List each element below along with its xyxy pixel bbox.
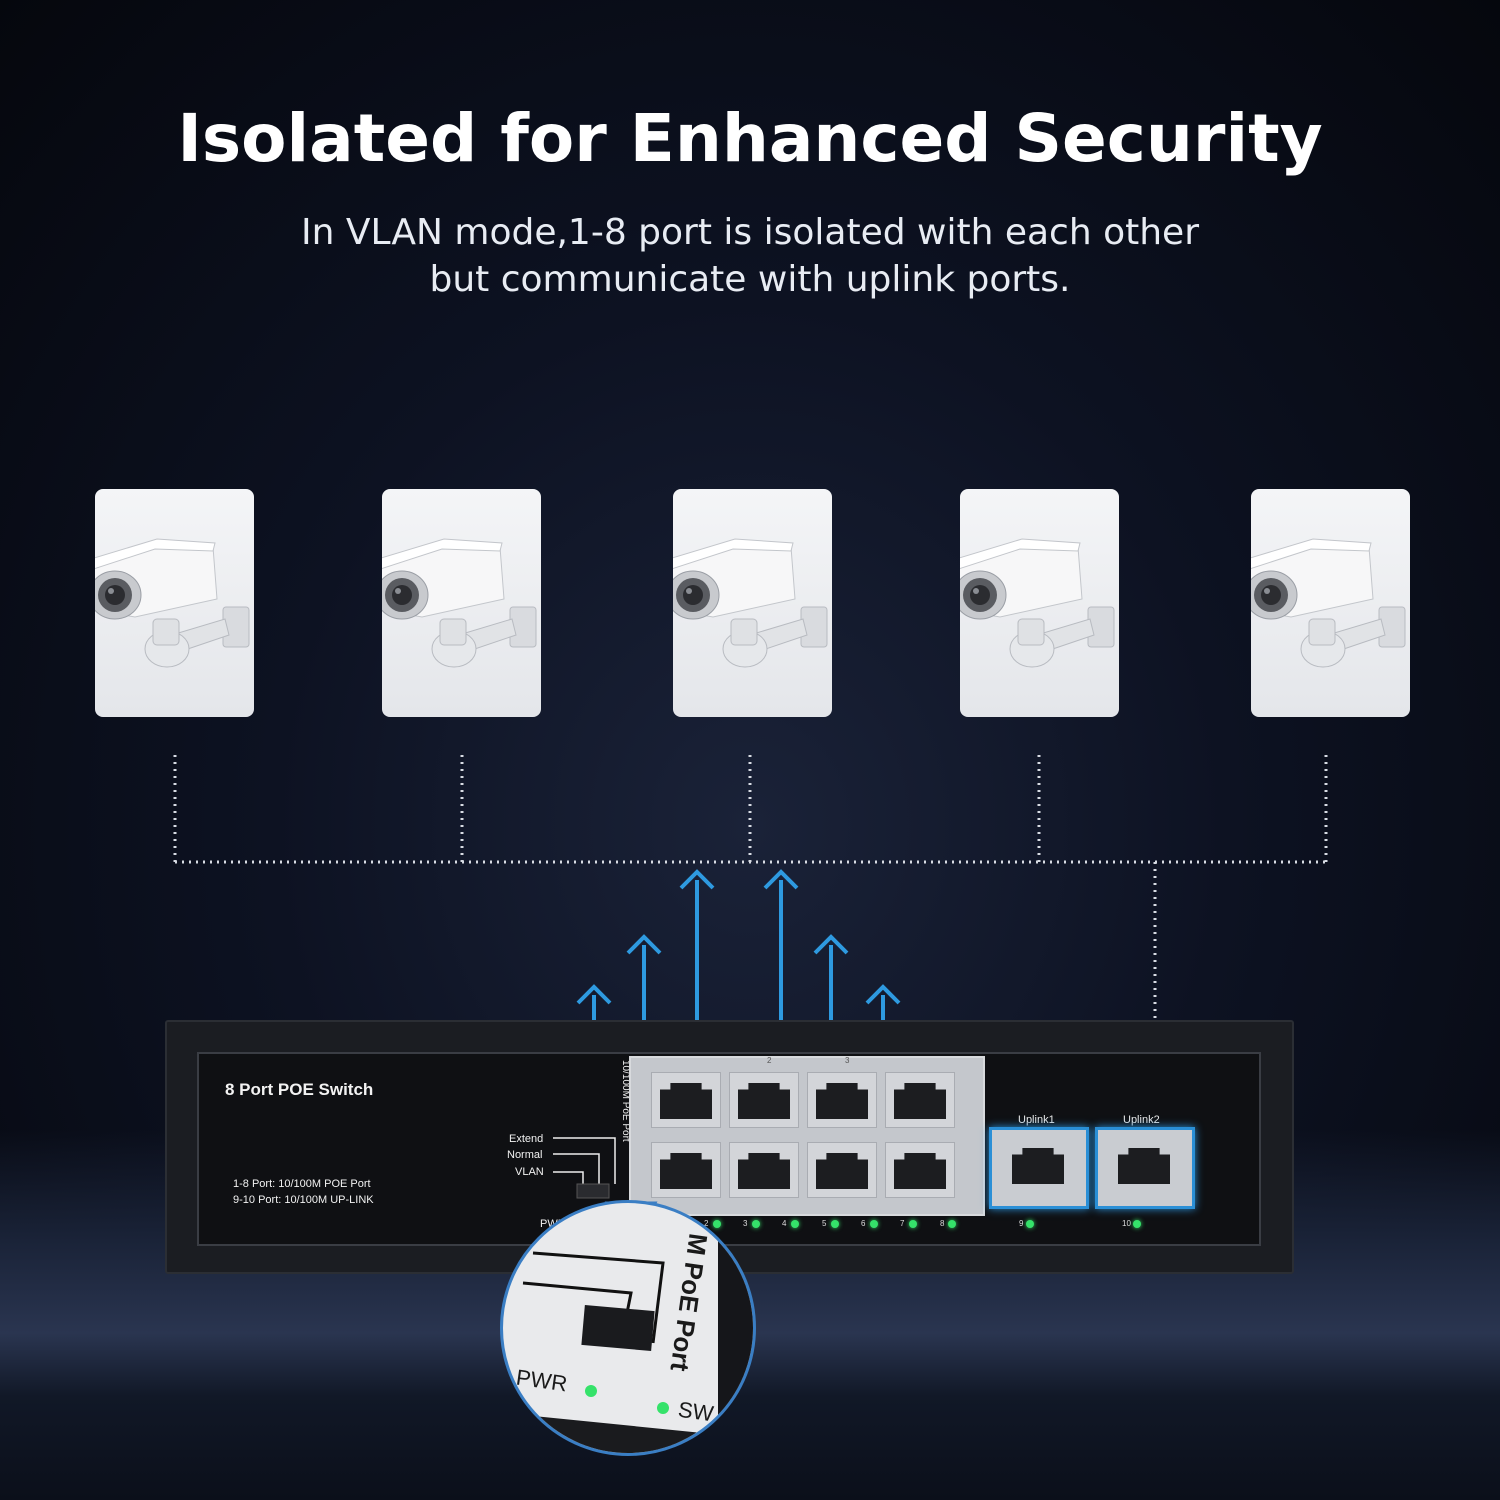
mode-normal-label: Normal [507, 1149, 543, 1161]
security-camera-icon [357, 538, 537, 668]
uplink-port-2[interactable] [1095, 1127, 1195, 1209]
security-camera-icon [935, 538, 1115, 668]
port-number-top: 2 [767, 1056, 772, 1065]
page-title: Isolated for Enhanced Security [177, 100, 1323, 177]
camera-card-1 [70, 489, 254, 717]
rj45-port[interactable] [807, 1072, 877, 1128]
zoom-graphics [503, 1203, 753, 1453]
port-led [752, 1220, 760, 1228]
rj45-port[interactable] [885, 1142, 955, 1198]
poe-ports-block: 2 3 [629, 1056, 985, 1216]
zoom-detail: M PoE Port PWR SW [500, 1200, 756, 1456]
port-number: 4 [782, 1219, 787, 1228]
device-name: 8 Port POE Switch [225, 1080, 374, 1099]
port-number: 2 [704, 1219, 709, 1228]
mode-vlan-label: VLAN [515, 1166, 544, 1178]
camera-card-3 [648, 489, 832, 717]
uplink-number: 10 [1122, 1219, 1131, 1228]
port-number: 6 [861, 1219, 866, 1228]
poe-port-label: 10/100M PoE Port [620, 1060, 631, 1142]
port-number: 8 [940, 1219, 945, 1228]
camera-card-4 [935, 489, 1119, 717]
subtitle-line-2: but communicate with uplink ports. [429, 259, 1071, 300]
mode-extend-label: Extend [509, 1133, 544, 1145]
security-camera-icon [648, 538, 828, 668]
port-led [870, 1220, 878, 1228]
uplink-number: 9 [1019, 1219, 1024, 1228]
port-number: 5 [822, 1219, 827, 1228]
mode-selector-lines [553, 1137, 616, 1199]
rj45-port[interactable] [729, 1142, 799, 1198]
port-led [909, 1220, 917, 1228]
uplink1-label: Uplink1 [1018, 1114, 1055, 1126]
uplink2-label: Uplink2 [1123, 1114, 1160, 1126]
camera-card-2 [357, 489, 541, 717]
uplink-led [1133, 1220, 1141, 1228]
port-led [948, 1220, 956, 1228]
rj45-port[interactable] [807, 1142, 877, 1198]
rj45-port[interactable] [729, 1072, 799, 1128]
subtitle-line-1: In VLAN mode,1-8 port is isolated with e… [301, 212, 1199, 253]
spec-line-2: 9-10 Port: 10/100M UP-LINK [233, 1194, 374, 1206]
port-number: 7 [900, 1219, 905, 1228]
camera-card-5 [1226, 489, 1410, 717]
rj45-port[interactable] [885, 1072, 955, 1128]
uplink-led [1026, 1220, 1034, 1228]
uplink-port-1[interactable] [989, 1127, 1089, 1209]
port-number-top: 3 [845, 1056, 850, 1065]
zoom-sw-label: SW [676, 1396, 716, 1427]
security-camera-icon [70, 538, 250, 668]
rj45-port[interactable] [651, 1142, 721, 1198]
security-camera-icon [1226, 538, 1406, 668]
spec-line-1: 1-8 Port: 10/100M POE Port [233, 1178, 371, 1190]
port-led [831, 1220, 839, 1228]
port-led [713, 1220, 721, 1228]
port-led [791, 1220, 799, 1228]
rj45-port[interactable] [651, 1072, 721, 1128]
